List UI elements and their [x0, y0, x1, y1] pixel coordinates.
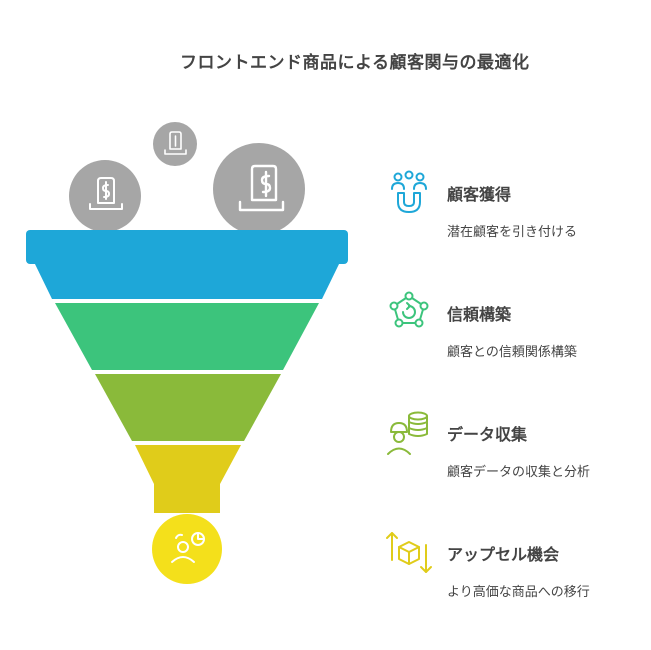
people-magnet-icon	[391, 170, 427, 213]
person-chart-icon	[171, 532, 205, 563]
stage-3-title: データ収集	[447, 425, 528, 444]
receipt-laptop-icon	[164, 131, 187, 155]
outlet-ball	[152, 514, 222, 584]
funnel-stage-3	[95, 374, 281, 441]
box-arrows-icon	[386, 532, 432, 573]
receipt-ball-left	[69, 160, 141, 232]
worker-database-icon	[387, 411, 428, 455]
receipt-ball-large	[213, 143, 305, 235]
stage-2-title: 信頼構築	[447, 305, 512, 324]
funnel-stage-2	[55, 303, 319, 370]
receipt-laptop-icon	[238, 164, 285, 212]
stage-1-desc: 潜在顧客を引き付ける	[447, 225, 578, 240]
receipt-ball-small	[153, 122, 197, 166]
page-title: フロントエンド商品による顧客関与の最適化	[180, 53, 530, 73]
stage-3-desc: 顧客データの収集と分析	[447, 465, 591, 480]
stage-2-desc: 顧客との信頼関係構築	[447, 345, 577, 360]
network-refresh-icon	[389, 291, 429, 328]
stage-4-desc: より高価な商品への移行	[447, 585, 590, 600]
stage-4-title: アップセル機会	[447, 545, 560, 564]
stage-1-title: 顧客獲得	[447, 185, 512, 204]
receipt-laptop-icon	[89, 177, 123, 210]
funnel-stage-4	[135, 445, 241, 513]
funnel-stage-1	[26, 230, 348, 299]
